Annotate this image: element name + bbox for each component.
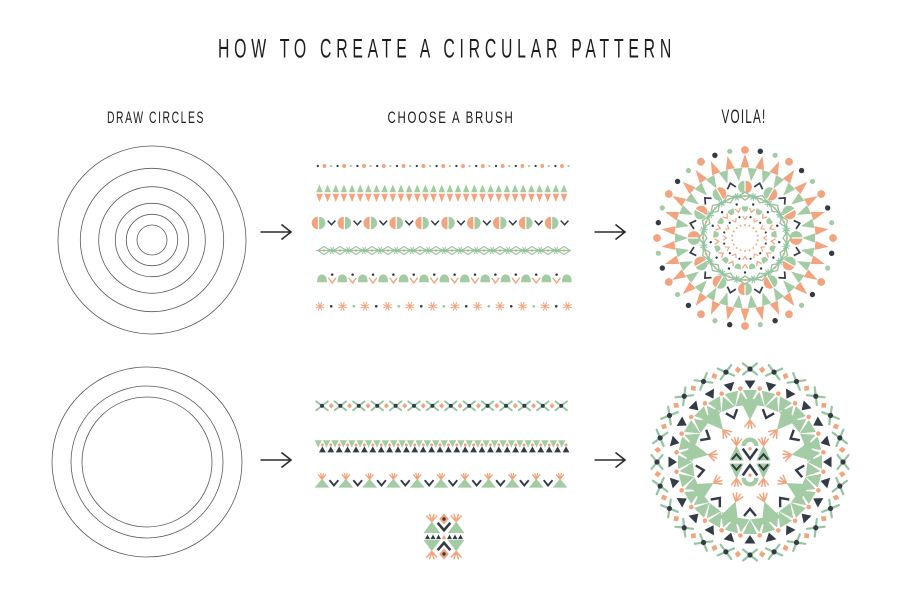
svg-text:VOILA!: VOILA! — [722, 107, 767, 128]
svg-text:HOW TO CREATE A CIRCULAR: HOW TO CREATE A CIRCULAR PATTERN — [218, 34, 676, 64]
svg-text:DRAW CIRCLES: DRAW CIRCLES — [107, 109, 205, 127]
svg-text:CHOOSE A BRUSH: CHOOSE A BRUSH — [388, 109, 515, 127]
